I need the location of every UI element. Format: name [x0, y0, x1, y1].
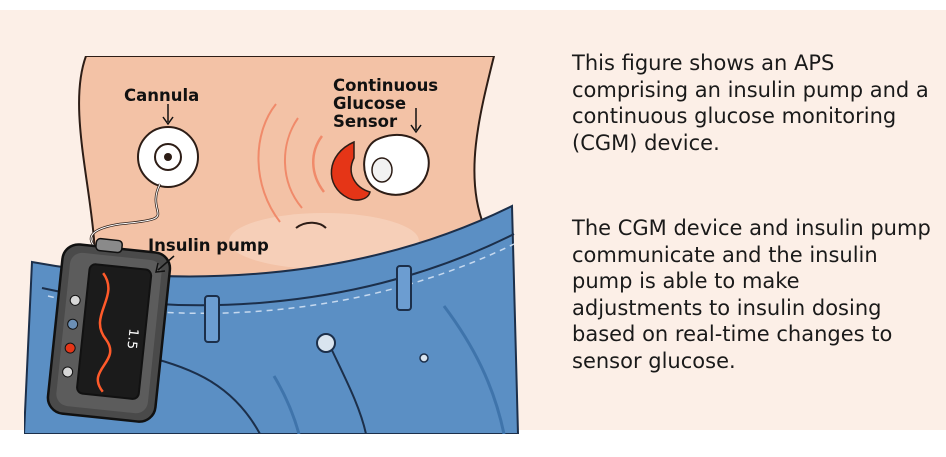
- cgm-sensor-detail: [372, 158, 392, 182]
- aps-illustration: 1.5 Cannula Continuous Glucose Sensor In…: [24, 56, 536, 434]
- torso-drawing: 1.5: [24, 56, 536, 434]
- pump-button: [70, 295, 81, 306]
- caption-paragraph-2: The CGM device and insulin pump communic…: [572, 215, 934, 374]
- pump-label: Insulin pump: [148, 237, 269, 255]
- jeans-button: [317, 334, 335, 352]
- rivet: [420, 354, 428, 362]
- cgm-label-line3: Sensor: [333, 113, 397, 131]
- insulin-pump: 1.5: [46, 235, 172, 423]
- caption-paragraph-1: This figure shows an APS comprising an i…: [572, 50, 934, 156]
- cgm-label-line2: Glucose: [333, 95, 406, 113]
- cgm-label-line1: Continuous: [333, 77, 438, 95]
- belt-loop: [397, 266, 411, 310]
- pump-button: [65, 343, 76, 354]
- figure-panel: 1.5 Cannula Continuous Glucose Sensor In…: [0, 10, 946, 430]
- pump-connector: [96, 238, 123, 253]
- pump-button: [62, 366, 73, 377]
- belt-loop: [205, 296, 219, 342]
- cannula-port: [164, 153, 172, 161]
- pump-button: [67, 319, 78, 330]
- cannula-label: Cannula: [124, 87, 199, 105]
- pump-reading: 1.5: [123, 328, 140, 350]
